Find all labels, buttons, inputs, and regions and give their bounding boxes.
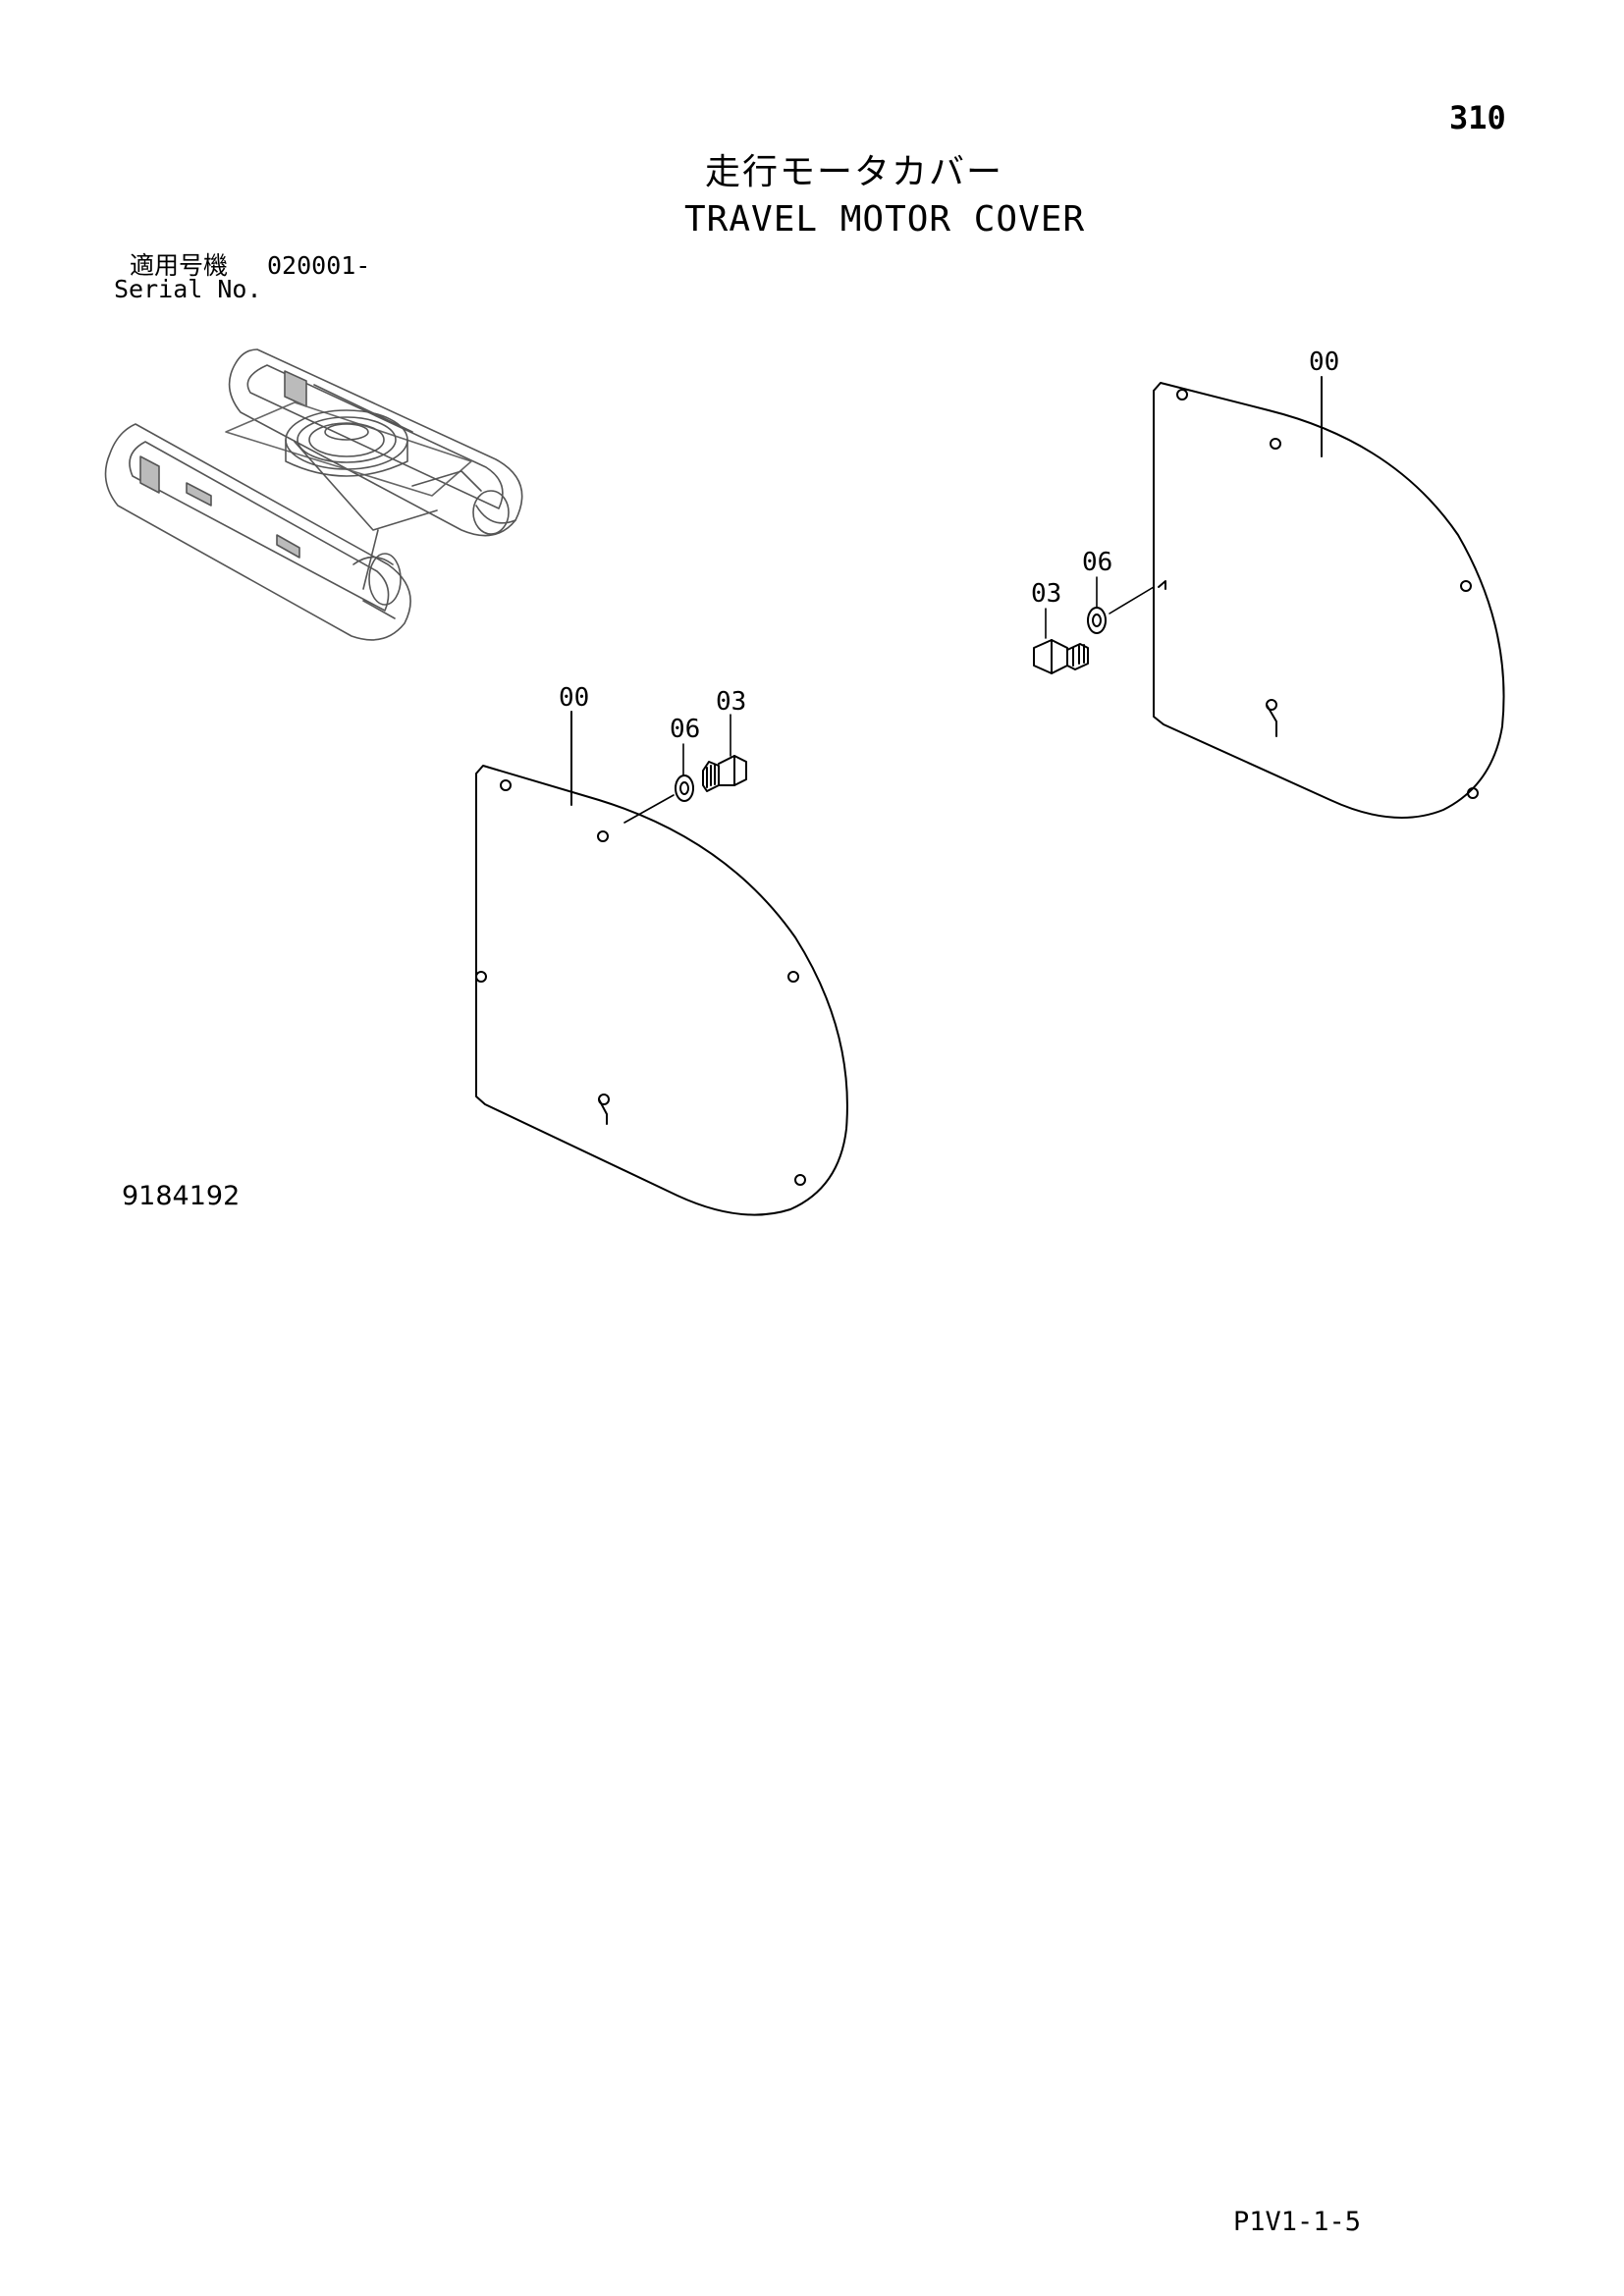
page-number: 310 — [1449, 99, 1506, 136]
serial-label-japanese: 適用号機 — [130, 251, 229, 280]
travel-motor-cover-left — [475, 711, 848, 1216]
serial-value: 020001- — [267, 251, 371, 280]
callout-left-cover: 00 — [559, 683, 590, 713]
callout-left-bolt: 03 — [716, 687, 747, 717]
washer-part-left — [675, 774, 694, 802]
bolt-part-left — [702, 755, 747, 792]
serial-label-english: Serial No. — [114, 275, 262, 303]
leaders-right — [1045, 576, 1155, 639]
travel-motor-cover-right — [1153, 376, 1505, 819]
title-english: TRAVEL MOTOR COVER — [684, 199, 1086, 240]
callout-right-bolt: 03 — [1031, 579, 1062, 609]
undercarriage-illustration — [104, 348, 523, 641]
bolt-part-right — [1033, 639, 1089, 674]
callout-right-cover: 00 — [1309, 347, 1340, 377]
callout-left-washer: 06 — [670, 715, 701, 744]
callout-right-washer: 06 — [1082, 548, 1113, 577]
title-japanese: 走行モータカバー — [705, 152, 1004, 192]
leaders-left — [623, 714, 731, 824]
figure-number: 9184192 — [122, 1181, 241, 1211]
washer-part-right — [1087, 607, 1107, 634]
page-code: P1V1-1-5 — [1233, 2207, 1362, 2237]
